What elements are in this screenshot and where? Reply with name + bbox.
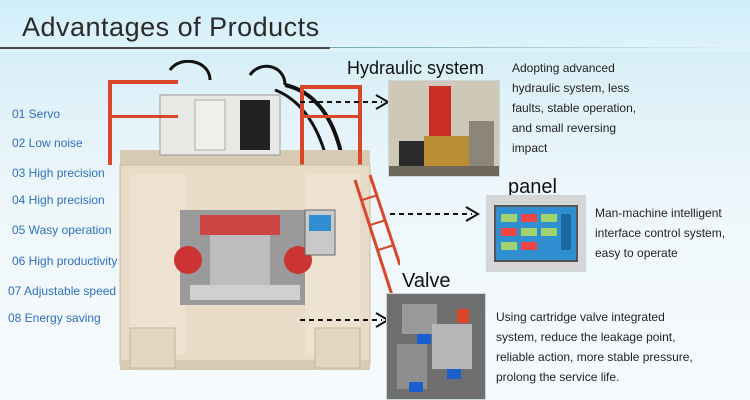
panel-desc-line: easy to operate (595, 246, 678, 260)
valve-title: Valve (402, 270, 451, 292)
advantage-item: 03 High precision (12, 166, 105, 180)
arrow-hydraulic (300, 94, 390, 110)
hydraulic-desc-line: impact (512, 141, 548, 155)
hydraulic-press-machine-image (108, 60, 400, 370)
valve-description: Using cartridge valve integrated system,… (496, 307, 693, 387)
title-underline-fade (330, 47, 750, 48)
valve-desc-line: prolong the service life. (496, 370, 620, 384)
valve-desc-line: reliable action, more stable pressure, (496, 350, 693, 364)
arrow-valve (300, 312, 390, 328)
arrow-panel (390, 206, 480, 222)
hydraulic-desc-line: and small reversing (512, 121, 617, 135)
advantage-item: 04 High precision (12, 193, 105, 207)
valve-photo (386, 293, 486, 400)
panel-desc-line: Man-machine intelligent (595, 206, 722, 220)
title-underline (0, 47, 330, 49)
advantage-item: 05 Wasy operation (12, 223, 112, 237)
panel-title: panel (508, 176, 557, 198)
page-title: Advantages of Products (22, 12, 320, 42)
panel-desc-line: interface control system, (595, 226, 726, 240)
advantage-item: 08 Energy saving (8, 311, 101, 325)
hydraulic-system-description: Adopting advanced hydraulic system, less… (512, 58, 636, 158)
hydraulic-desc-line: hydraulic system, less (512, 81, 630, 95)
valve-desc-line: system, reduce the leakage point, (496, 330, 676, 344)
hydraulic-desc-line: Adopting advanced (512, 61, 615, 75)
advantage-item: 06 High productivity (12, 254, 118, 268)
panel-description: Man-machine intelligent interface contro… (595, 203, 725, 263)
advantage-item: 01 Servo (12, 107, 61, 121)
advantage-item: 07 Adjustable speed (8, 284, 117, 298)
hydraulic-system-photo (388, 80, 500, 177)
title-banner: Advantages of Products (0, 0, 750, 52)
advantage-item: 02 Low noise (12, 136, 83, 150)
control-panel-photo (486, 195, 586, 272)
hydraulic-desc-line: faults, stable operation, (512, 101, 637, 115)
hydraulic-system-title: Hydraulic system (347, 58, 485, 78)
valve-desc-line: Using cartridge valve integrated (496, 310, 665, 324)
